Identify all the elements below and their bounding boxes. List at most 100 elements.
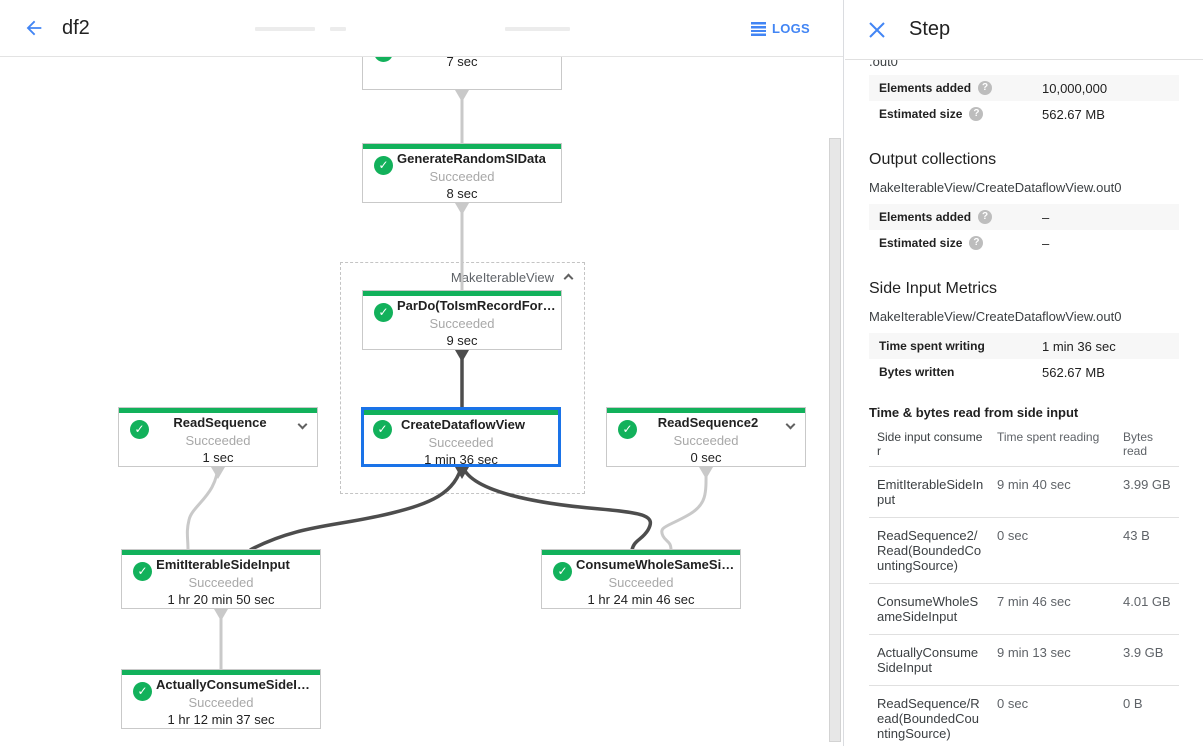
metric-value: 10,000,000 — [1042, 80, 1108, 96]
node-status: Succeeded — [188, 695, 254, 710]
column-header: Time spent reading — [997, 430, 1100, 444]
edge-light — [660, 462, 708, 551]
side-input-table: Side input consumer Time spent reading B… — [869, 422, 1179, 746]
help-icon[interactable] — [978, 210, 993, 224]
panel-divider — [843, 0, 844, 746]
success-check-icon — [618, 420, 637, 439]
time-cell: 0 sec — [989, 685, 1115, 746]
node-time: 1 hr 20 min 50 sec — [167, 592, 275, 607]
section-heading-side-input-metrics: Side Input Metrics — [869, 280, 998, 297]
node-time: 8 sec — [446, 186, 478, 201]
success-check-icon — [553, 562, 572, 581]
graph-node-readsequence[interactable]: ReadSequence Succeeded 1 sec — [118, 407, 318, 467]
metric-row: Elements added 10,000,000 — [869, 75, 1179, 101]
success-check-icon — [374, 303, 393, 322]
bytes-cell: 43 B — [1115, 517, 1179, 584]
side-input-table-heading: Time & bytes read from side input — [869, 405, 1079, 420]
node-status: Succeeded — [188, 575, 254, 590]
node-title: ReadSequence2 — [657, 415, 759, 430]
edge-arrow — [699, 467, 713, 479]
bytes-cell: 3.9 GB — [1115, 634, 1179, 686]
edge-arrow — [455, 90, 469, 102]
metric-label: Bytes written — [879, 365, 955, 379]
help-icon[interactable] — [969, 107, 984, 121]
node-status: Succeeded — [673, 433, 739, 448]
graph-node-actuallyconsumesideinput[interactable]: ActuallyConsumeSideI… Succeeded 1 hr 12 … — [121, 669, 321, 729]
success-check-icon — [373, 420, 392, 439]
panel-body: .out0 Elements added 10,000,000 Estimate… — [845, 60, 1203, 746]
arrow-back-icon — [26, 20, 42, 36]
edge-arrow — [455, 203, 469, 215]
top-toolbar: df2 LOGS — [0, 0, 843, 57]
consumer-cell: ReadSequence2/Read(BoundedCountingSource… — [869, 517, 989, 584]
time-cell: 7 min 46 sec — [989, 583, 1115, 635]
edge-arrow — [455, 467, 469, 479]
node-time: 0 sec — [690, 450, 722, 465]
graph-node-createdataflowview-selected[interactable]: CreateDataflowView Succeeded 1 min 36 se… — [361, 407, 561, 467]
edge-arrow — [455, 350, 469, 362]
time-cell: 9 min 40 sec — [989, 466, 1115, 518]
graph-node-generaterandomsidata[interactable]: GenerateRandomSIData Succeeded 8 sec — [362, 143, 562, 203]
success-check-icon — [130, 420, 149, 439]
metric-value: – — [1042, 209, 1050, 225]
metric-row: Time spent writing 1 min 36 sec — [869, 333, 1179, 359]
bytes-cell: 4.01 GB — [1115, 583, 1179, 635]
table-row: EmitIterableSideInput 9 min 40 sec 3.99 … — [869, 466, 1179, 518]
node-time: 9 sec — [446, 333, 478, 348]
success-check-icon — [374, 156, 393, 175]
graph-node-readsequence2[interactable]: ReadSequence2 Succeeded 0 sec — [606, 407, 806, 467]
node-time: 1 hr 12 min 37 sec — [167, 712, 275, 727]
node-title: EmitIterableSideInput — [156, 557, 290, 572]
job-title: df2 — [62, 16, 90, 39]
section-heading-output-collections: Output collections — [869, 151, 997, 168]
collection-name: MakeIterableView/CreateDataflowView.out0 — [869, 309, 1122, 324]
edge-arrow — [211, 467, 225, 479]
graph-edges — [185, 86, 713, 670]
logs-icon — [750, 21, 766, 36]
logs-button-label: LOGS — [771, 21, 810, 36]
node-status: Succeeded — [608, 575, 674, 590]
time-cell: 0 sec — [989, 517, 1115, 584]
node-status-bar — [542, 550, 740, 555]
metric-value: 562.67 MB — [1042, 364, 1105, 380]
node-time: 1 min 36 sec — [424, 452, 498, 467]
node-status-bar — [363, 144, 561, 149]
node-title: ActuallyConsumeSideI… — [156, 677, 310, 692]
column-header: Side input consumer — [877, 430, 983, 458]
logs-button[interactable]: LOGS — [750, 0, 810, 57]
group-label[interactable]: MakeIterableView — [450, 270, 554, 285]
node-status: Succeeded — [428, 435, 494, 450]
node-title: GenerateRandomSIData — [397, 151, 546, 166]
graph-node-consumewholesamesideinput[interactable]: ConsumeWholeSameSi… Succeeded 1 hr 24 mi… — [541, 549, 741, 609]
metric-value: – — [1042, 235, 1050, 251]
table-row: ConsumeWholeSameSideInput 7 min 46 sec 4… — [869, 583, 1179, 635]
metric-label: Time spent writing — [879, 339, 985, 353]
step-details-panel: Step .out0 Elements added 10,000,000 Est… — [845, 0, 1203, 746]
faded-text-fragment — [330, 27, 346, 31]
close-panel-button[interactable] — [857, 10, 897, 50]
help-icon[interactable] — [969, 236, 984, 250]
clipped-collection-name: .out0 — [869, 60, 898, 69]
metric-label: Estimated size — [879, 107, 963, 121]
metric-row: Estimated size – — [869, 230, 1179, 256]
success-check-icon — [133, 682, 152, 701]
edge-light — [185, 462, 220, 551]
edge-dark — [249, 463, 464, 552]
graph-node-emititerablesideinput[interactable]: EmitIterableSideInput Succeeded 1 hr 20 … — [121, 549, 321, 609]
graph-vertical-scrollbar[interactable] — [829, 138, 841, 742]
column-header: Bytes read — [1123, 430, 1154, 458]
node-time: 7 sec — [446, 54, 478, 69]
back-button[interactable] — [14, 8, 54, 48]
metric-row: Estimated size 562.67 MB — [869, 101, 1179, 127]
consumer-cell: ConsumeWholeSameSideInput — [869, 583, 989, 635]
panel-title: Step — [909, 18, 951, 40]
bytes-cell: 0 B — [1115, 685, 1179, 746]
node-title: CreateDataflowView — [400, 417, 526, 432]
consumer-cell: ActuallyConsumeSideInput — [869, 634, 989, 686]
consumer-cell: ReadSequence/Read(BoundedCountingSource) — [869, 685, 989, 746]
node-status-bar — [364, 410, 558, 415]
faded-text-fragment — [505, 27, 570, 31]
graph-node-pardo-toismrecord[interactable]: ParDo(ToIsmRecordFor… Succeeded 9 sec — [362, 290, 562, 350]
help-icon[interactable] — [978, 81, 993, 95]
